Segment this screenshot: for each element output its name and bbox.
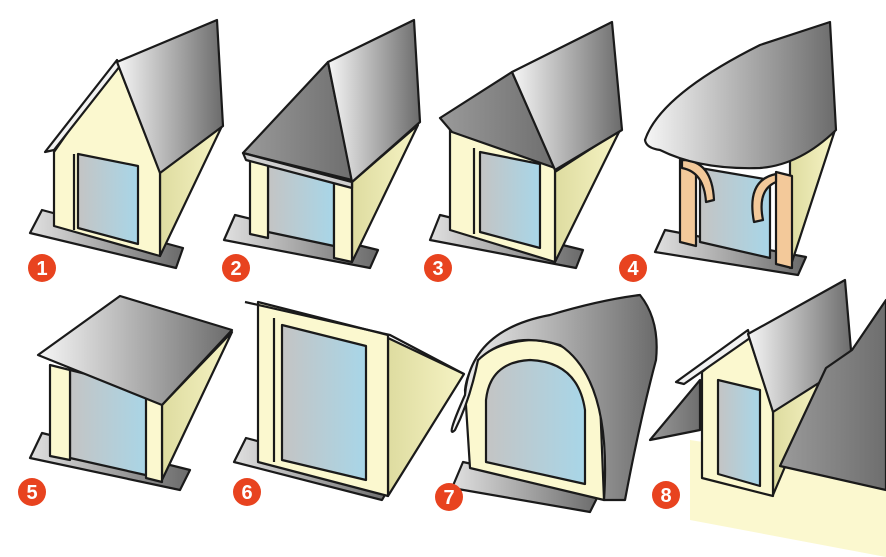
- badge-5: 5: [18, 478, 46, 506]
- dormer-8-gable-in-roof: [648, 278, 886, 557]
- dormer-5-hip: [28, 294, 234, 492]
- badge-7: 7: [435, 483, 463, 511]
- badge-6: 6: [233, 478, 261, 506]
- dormer-3-hipped-gable: [428, 20, 624, 270]
- svg-text:2: 2: [230, 258, 241, 280]
- dormer-4-curved-timber: [643, 20, 838, 277]
- badge-8: 8: [652, 481, 680, 509]
- number-badges: 1 2 3 4 5 6 7 8: [18, 254, 680, 511]
- dormer-6-shed-frame: [232, 300, 466, 502]
- svg-text:5: 5: [26, 482, 37, 504]
- dormer-7-barrel: [450, 293, 658, 514]
- dormer-1-gable: [28, 18, 225, 270]
- svg-text:6: 6: [241, 482, 252, 504]
- svg-text:1: 1: [36, 258, 47, 280]
- svg-text:3: 3: [432, 258, 443, 280]
- svg-text:7: 7: [443, 487, 454, 509]
- svg-text:4: 4: [627, 258, 639, 280]
- badge-4: 4: [619, 254, 647, 282]
- svg-text:8: 8: [660, 485, 671, 507]
- badge-2: 2: [222, 254, 250, 282]
- badge-1: 1: [28, 254, 56, 282]
- badge-3: 3: [424, 254, 452, 282]
- dormer-2-hipped: [222, 18, 422, 270]
